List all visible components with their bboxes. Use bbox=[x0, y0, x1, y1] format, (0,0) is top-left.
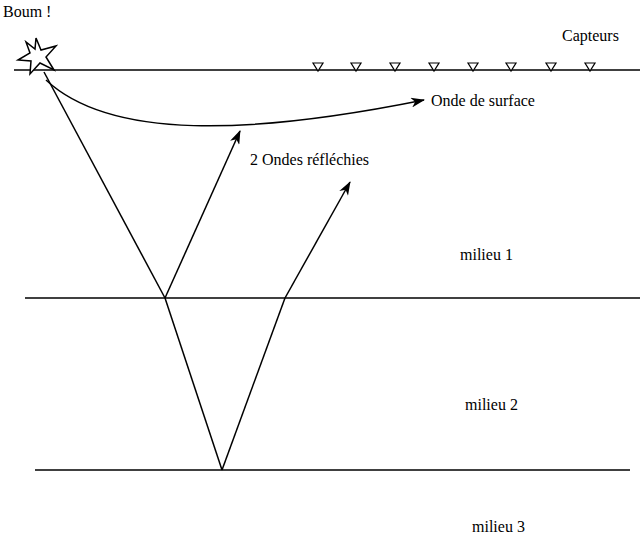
text-label: Boum ! bbox=[3, 2, 51, 21]
explosion-star bbox=[18, 38, 56, 74]
ray-paths bbox=[44, 72, 424, 470]
text-label: 2 Ondes réfléchies bbox=[250, 150, 369, 169]
sensor-symbols bbox=[313, 63, 595, 71]
text-label: Capteurs bbox=[562, 26, 619, 45]
surface-line bbox=[14, 69, 640, 71]
text-label: Onde de surface bbox=[431, 91, 535, 110]
interface-line bbox=[35, 469, 630, 471]
text-label: milieu 1 bbox=[460, 245, 513, 264]
interface-line bbox=[25, 297, 640, 299]
text-label: milieu 2 bbox=[465, 395, 518, 414]
text-label: milieu 3 bbox=[472, 517, 525, 536]
